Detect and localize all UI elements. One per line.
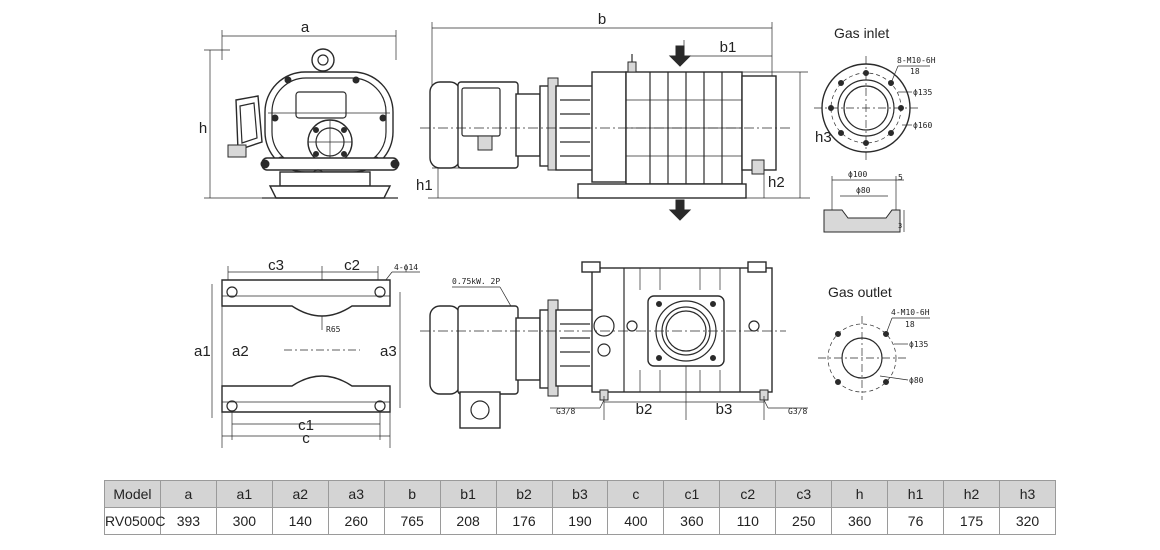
table-header-cell: h (831, 480, 889, 508)
gas-inlet-detail: Gas inlet 8-M10-6H 18 ϕ135 ϕ160 (814, 25, 936, 160)
table-header-cell: b1 (439, 480, 497, 508)
table-cell: 140 (271, 507, 329, 535)
dim-b: b (598, 11, 606, 28)
table-cell: 393 (159, 507, 217, 535)
table-cell: 260 (327, 507, 385, 535)
inlet-bolt-spec: 8-M10-6H (897, 56, 936, 65)
table-cell: RV0500C (104, 507, 165, 535)
table-header-cell: b2 (495, 480, 553, 508)
outlet-bolt-depth: 18 (905, 320, 915, 329)
table-cell: 176 (495, 507, 553, 535)
technical-drawing: a h (194, 11, 936, 448)
table-header-cell: h1 (887, 480, 945, 508)
table-header-cell: b (383, 480, 441, 508)
gas-inlet-title: Gas inlet (834, 25, 889, 41)
section-3: 3 (898, 222, 902, 230)
dim-a2: a2 (232, 343, 249, 360)
dim-b2: b2 (636, 401, 653, 418)
section-d80: ϕ80 (856, 186, 871, 195)
table-cell: 765 (383, 507, 441, 535)
dim-a: a (301, 19, 310, 36)
table-cell: 320 (999, 507, 1056, 535)
front-view: a h (199, 19, 400, 199)
table-cell: 300 (215, 507, 273, 535)
dim-h: h (199, 120, 207, 137)
dim-c: c (302, 430, 310, 447)
base-radius: R65 (326, 325, 341, 334)
dim-h2: h2 (768, 174, 785, 191)
table-cell: 208 (439, 507, 497, 535)
table-header-cell: c1 (663, 480, 721, 508)
table-cell: 360 (831, 507, 889, 535)
table-header-cell: a1 (215, 480, 273, 508)
table-cell: 400 (607, 507, 665, 535)
motor-power: 0.75kW. 2P (452, 277, 500, 286)
port-left: G3/8 (556, 407, 575, 416)
dim-c3: c3 (268, 257, 284, 274)
base-holes: 4-ϕ14 (394, 263, 418, 272)
side-view: b b1 h3 h2 h1 (416, 11, 832, 221)
inlet-bolt-depth: 18 (910, 67, 920, 76)
outlet-d135: ϕ135 (909, 340, 928, 349)
gas-outlet-title: Gas outlet (828, 284, 892, 300)
table-header-cell: b3 (551, 480, 609, 508)
table-cell: 360 (663, 507, 721, 535)
pump-plan-view: 0.75kW. 2P (420, 261, 808, 429)
table-header-cell: a2 (271, 480, 329, 508)
port-right: G3/8 (788, 407, 807, 416)
table-cell: 190 (551, 507, 609, 535)
inlet-d160: ϕ160 (913, 121, 932, 130)
table-header-cell: a (159, 480, 217, 508)
dim-a1: a1 (194, 343, 211, 360)
table-cell: 250 (775, 507, 833, 535)
inlet-d135: ϕ135 (913, 88, 932, 97)
dim-h3: h3 (815, 129, 832, 146)
section-detail: ϕ100 ϕ80 5 3 (823, 170, 905, 233)
dim-h1: h1 (416, 177, 433, 194)
table-cell: 175 (943, 507, 1000, 535)
dim-c1: c1 (298, 417, 314, 434)
base-plan-view: c3 c2 4-ϕ14 a1 a2 a3 R65 c1 c (194, 257, 420, 448)
table-header-cell: c (607, 480, 665, 508)
table-header-cell: a3 (327, 480, 385, 508)
gas-outlet-detail: Gas outlet 4-M10-6H 18 ϕ135 ϕ80 (818, 284, 930, 400)
section-5: 5 (898, 173, 903, 182)
dim-a3: a3 (380, 343, 397, 360)
dim-b1: b1 (720, 39, 737, 56)
table-cell: 76 (887, 507, 945, 535)
section-d100: ϕ100 (848, 170, 867, 179)
dim-c2: c2 (344, 257, 360, 274)
outlet-d80: ϕ80 (909, 376, 924, 385)
table-header-cell: c3 (775, 480, 833, 508)
table-cell: 110 (719, 507, 777, 535)
outlet-bolt-spec: 4-M10-6H (891, 308, 930, 317)
table-header-cell: h2 (943, 480, 1000, 508)
dim-b3: b3 (716, 401, 733, 418)
table-header-cell: h3 (999, 480, 1056, 508)
table-header-cell: c2 (719, 480, 777, 508)
table-header-cell: Model (104, 480, 161, 508)
